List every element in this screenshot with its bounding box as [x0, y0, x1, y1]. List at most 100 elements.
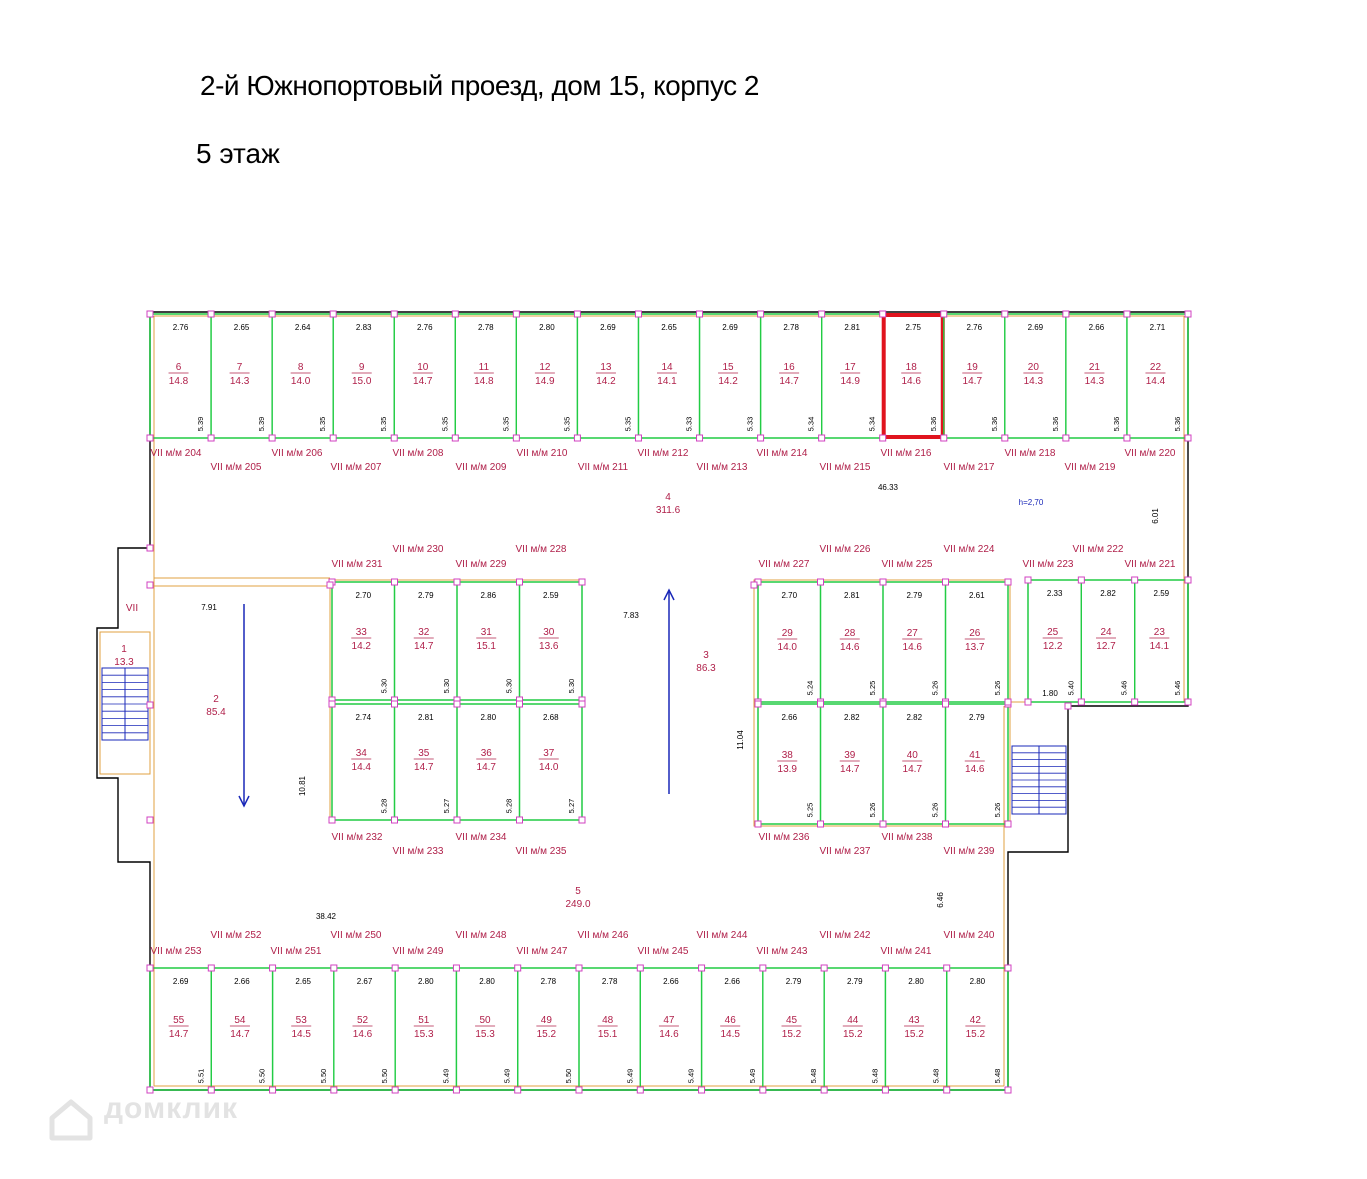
wall-node: [1001, 310, 1009, 318]
wall-node: [879, 434, 887, 442]
dimension-label: 38.42: [316, 912, 337, 921]
wall-node: [391, 964, 399, 972]
wall-node: [453, 700, 461, 708]
storage-room-42: [946, 967, 1009, 1091]
direction-arrow-up-head: [663, 588, 675, 601]
wall-node: [514, 964, 522, 972]
wall-node: [207, 964, 215, 972]
wall-node: [636, 964, 644, 972]
wall-node: [1062, 310, 1070, 318]
room-width-label: 2.80: [479, 977, 495, 986]
room-depth-label: 5.30: [380, 679, 389, 694]
wall-node: [575, 964, 583, 972]
room-width-label: 2.66: [724, 977, 740, 986]
wall-node: [1064, 702, 1072, 710]
room-number: 41: [969, 750, 981, 761]
zone-number-4: 4: [665, 492, 671, 503]
room-area: 14.9: [535, 376, 555, 387]
wall-node: [1001, 434, 1009, 442]
room-depth-label: 5.35: [379, 417, 388, 432]
room-depth-label: 5.35: [318, 417, 327, 432]
wall-node: [1131, 698, 1139, 706]
room-width-label: 2.71: [1150, 323, 1166, 332]
room-number: 28: [844, 628, 856, 639]
wall-node: [573, 434, 581, 442]
room-width-label: 2.86: [480, 591, 496, 600]
room-area: 13.9: [778, 764, 798, 775]
wall-node: [1184, 434, 1192, 442]
watermark: домклик: [104, 1092, 239, 1125]
wall-node: [573, 310, 581, 318]
wall-node: [207, 310, 215, 318]
room-area: 12.2: [1043, 641, 1063, 652]
room-area: 14.7: [414, 641, 434, 652]
wall-node: [820, 1086, 828, 1094]
parking-space-label: VII м/м 221: [1125, 559, 1176, 570]
room-depth-label: 5.40: [1066, 681, 1075, 696]
room-depth-label: 5.28: [380, 799, 389, 814]
parking-space-label: VII м/м 216: [881, 448, 932, 459]
room-depth-label: 5.39: [257, 417, 266, 432]
zone-number-1: 1: [121, 644, 127, 655]
wall-node: [516, 578, 523, 586]
room-width-label: 2.70: [355, 591, 371, 600]
parking-space-label: VII м/м 239: [944, 846, 995, 857]
room-number: 22: [1150, 362, 1162, 373]
room-depth-label: 5.35: [562, 417, 571, 432]
room-area: 14.8: [169, 376, 189, 387]
room-width-label: 2.67: [357, 977, 373, 986]
parking-space-label: VII м/м 212: [638, 448, 689, 459]
room-area: 15.2: [782, 1029, 802, 1040]
wall-node: [390, 310, 398, 318]
room-number: 55: [173, 1015, 185, 1026]
parking-space-label: VII м/м 208: [393, 448, 444, 459]
wall-node: [820, 964, 828, 972]
wall-node: [879, 310, 887, 318]
room-width-label: 2.66: [663, 977, 679, 986]
parking-space-label: VII м/м 243: [757, 946, 808, 957]
room-number: 23: [1154, 627, 1166, 638]
room-depth-label: 5.36: [1173, 417, 1182, 432]
zone-area-5: 249.0: [565, 899, 590, 910]
parking-space-label: VII м/м 206: [272, 448, 323, 459]
room-number: 7: [237, 362, 243, 373]
room-depth-label: 5.27: [442, 799, 451, 814]
parking-space-label: VII м/м 228: [516, 544, 567, 555]
room-area: 14.6: [659, 1029, 679, 1040]
parking-space-label: VII м/м 246: [578, 930, 629, 941]
room-area: 13.6: [539, 641, 559, 652]
wall-node: [578, 578, 586, 586]
room-number: 43: [909, 1015, 921, 1026]
room-depth-label: 5.26: [931, 803, 940, 818]
room-width-label: 2.80: [970, 977, 986, 986]
room-depth-label: 5.49: [748, 1069, 757, 1084]
room-area: 15.1: [598, 1029, 618, 1040]
room-area: 14.6: [353, 1029, 373, 1040]
dimension-label: 1.80: [1042, 689, 1058, 698]
wall-node: [146, 434, 154, 442]
wall-node: [146, 310, 154, 318]
room-depth-label: 5.34: [807, 417, 816, 432]
room-depth-label: 5.26: [993, 803, 1002, 818]
storage-room-23: [1134, 579, 1189, 703]
room-width-label: 2.66: [1089, 323, 1105, 332]
room-depth-label: 5.36: [1112, 417, 1121, 432]
wall-node: [391, 1086, 399, 1094]
room-depth-label: 5.25: [868, 681, 877, 696]
parking-space-label: VII м/м 238: [882, 832, 933, 843]
room-width-label: 2.74: [355, 713, 371, 722]
room-number: 53: [296, 1015, 308, 1026]
wall-node: [940, 434, 948, 442]
wall-node: [634, 310, 642, 318]
room-depth-label: 5.33: [685, 417, 694, 432]
wall-node: [269, 964, 277, 972]
dimension-label: 10.81: [298, 775, 307, 796]
parking-space-label: VII м/м 207: [331, 462, 382, 473]
parking-space-label: VII м/м 224: [944, 544, 995, 555]
room-area: 14.7: [477, 762, 497, 773]
room-width-label: 2.78: [541, 977, 557, 986]
direction-arrow-down-head: [238, 795, 250, 808]
wall-node: [942, 700, 949, 708]
wall-node: [759, 1086, 767, 1094]
room-width-label: 2.82: [844, 713, 860, 722]
